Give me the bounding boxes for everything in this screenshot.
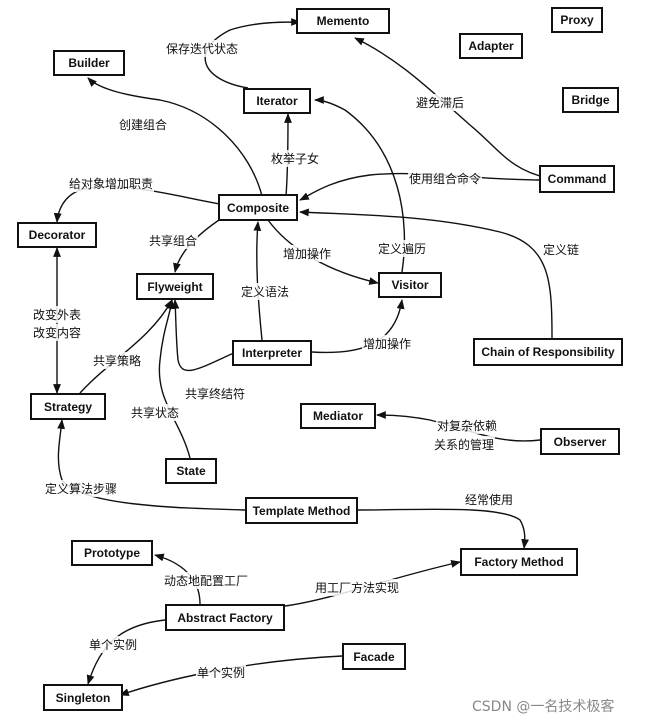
facade-box: Facade <box>342 643 406 670</box>
edge-observer-mediator <box>376 411 541 442</box>
edge-iterator-memento <box>204 18 301 89</box>
strategy-box: Strategy <box>30 393 106 420</box>
singleton-box: Singleton <box>43 684 123 711</box>
label-implement-with-factory-method: 用工厂方法实现 <box>314 579 401 596</box>
label-define-chain: 定义链 <box>542 241 581 258</box>
label-add-operation-2: 增加操作 <box>362 335 413 352</box>
label-define-algorithm-steps: 定义算法步骤 <box>44 480 119 497</box>
state-box: State <box>165 458 217 484</box>
csdn-watermark: CSDN @一名技术极客 <box>472 699 615 715</box>
decorator-box: Decorator <box>17 222 97 248</box>
edge-state-flyweight <box>158 299 191 459</box>
builder-box: Builder <box>53 50 125 76</box>
edge-strategy-flyweight <box>79 299 173 394</box>
label-single-instance-1: 单个实例 <box>88 636 139 653</box>
label-save-iteration-state: 保存迭代状态 <box>165 40 240 57</box>
edge-command-composite <box>299 172 541 201</box>
command-box: Command <box>539 165 615 193</box>
label-define-traversal: 定义遍历 <box>377 240 428 257</box>
edge-chain-composite <box>299 208 553 339</box>
edge-composite-builder <box>87 77 263 197</box>
iterator-box: Iterator <box>243 88 311 114</box>
label-change-skin-1: 改变外表 <box>32 306 83 323</box>
label-define-grammar: 定义语法 <box>240 283 291 300</box>
bridge-box: Bridge <box>562 87 619 113</box>
label-use-composite-command: 使用组合命令 <box>408 170 483 187</box>
label-complex-dependency-1: 对复杂依赖 <box>436 417 499 434</box>
label-share-state: 共享状态 <box>130 404 181 421</box>
edge-command-memento <box>354 37 549 179</box>
edge-visitor-iterator <box>314 96 406 273</box>
flyweight-box: Flyweight <box>136 273 214 300</box>
label-add-responsibility: 给对象增加职责 <box>68 175 155 192</box>
edge-interpreter-flyweight <box>171 299 237 372</box>
edge-template-factory <box>357 508 529 549</box>
prototype-box: Prototype <box>71 540 153 566</box>
label-dynamic-config-factory: 动态地配置工厂 <box>163 572 250 589</box>
proxy-box: Proxy <box>551 7 603 33</box>
label-create-composite: 创建组合 <box>118 116 169 133</box>
label-share-terminal: 共享终结符 <box>184 385 247 402</box>
template-method-box: Template Method <box>245 497 358 524</box>
interpreter-box: Interpreter <box>232 340 312 366</box>
mediator-box: Mediator <box>300 403 376 429</box>
edge-interpreter-composite <box>253 221 263 341</box>
label-single-instance-2: 单个实例 <box>196 664 247 681</box>
label-share-strategy: 共享策略 <box>92 352 143 369</box>
memento-box: Memento <box>296 8 390 34</box>
label-change-skin-2: 改变内容 <box>32 324 83 341</box>
visitor-box: Visitor <box>378 272 442 298</box>
label-complex-dependency-2: 关系的管理 <box>433 436 496 453</box>
observer-box: Observer <box>540 428 620 455</box>
label-enumerate-children: 枚举子女 <box>270 150 321 167</box>
label-avoid-lag: 避免滞后 <box>415 94 466 111</box>
composite-box: Composite <box>218 194 298 221</box>
label-often-use: 经常使用 <box>464 491 515 508</box>
factory-method-box: Factory Method <box>460 548 578 576</box>
label-add-operation-1: 增加操作 <box>282 245 333 262</box>
label-share-composite: 共享组合 <box>148 232 199 249</box>
chain-of-responsibility-box: Chain of Responsibility <box>473 338 623 366</box>
abstract-factory-box: Abstract Factory <box>165 604 285 631</box>
adapter-box: Adapter <box>459 33 523 59</box>
